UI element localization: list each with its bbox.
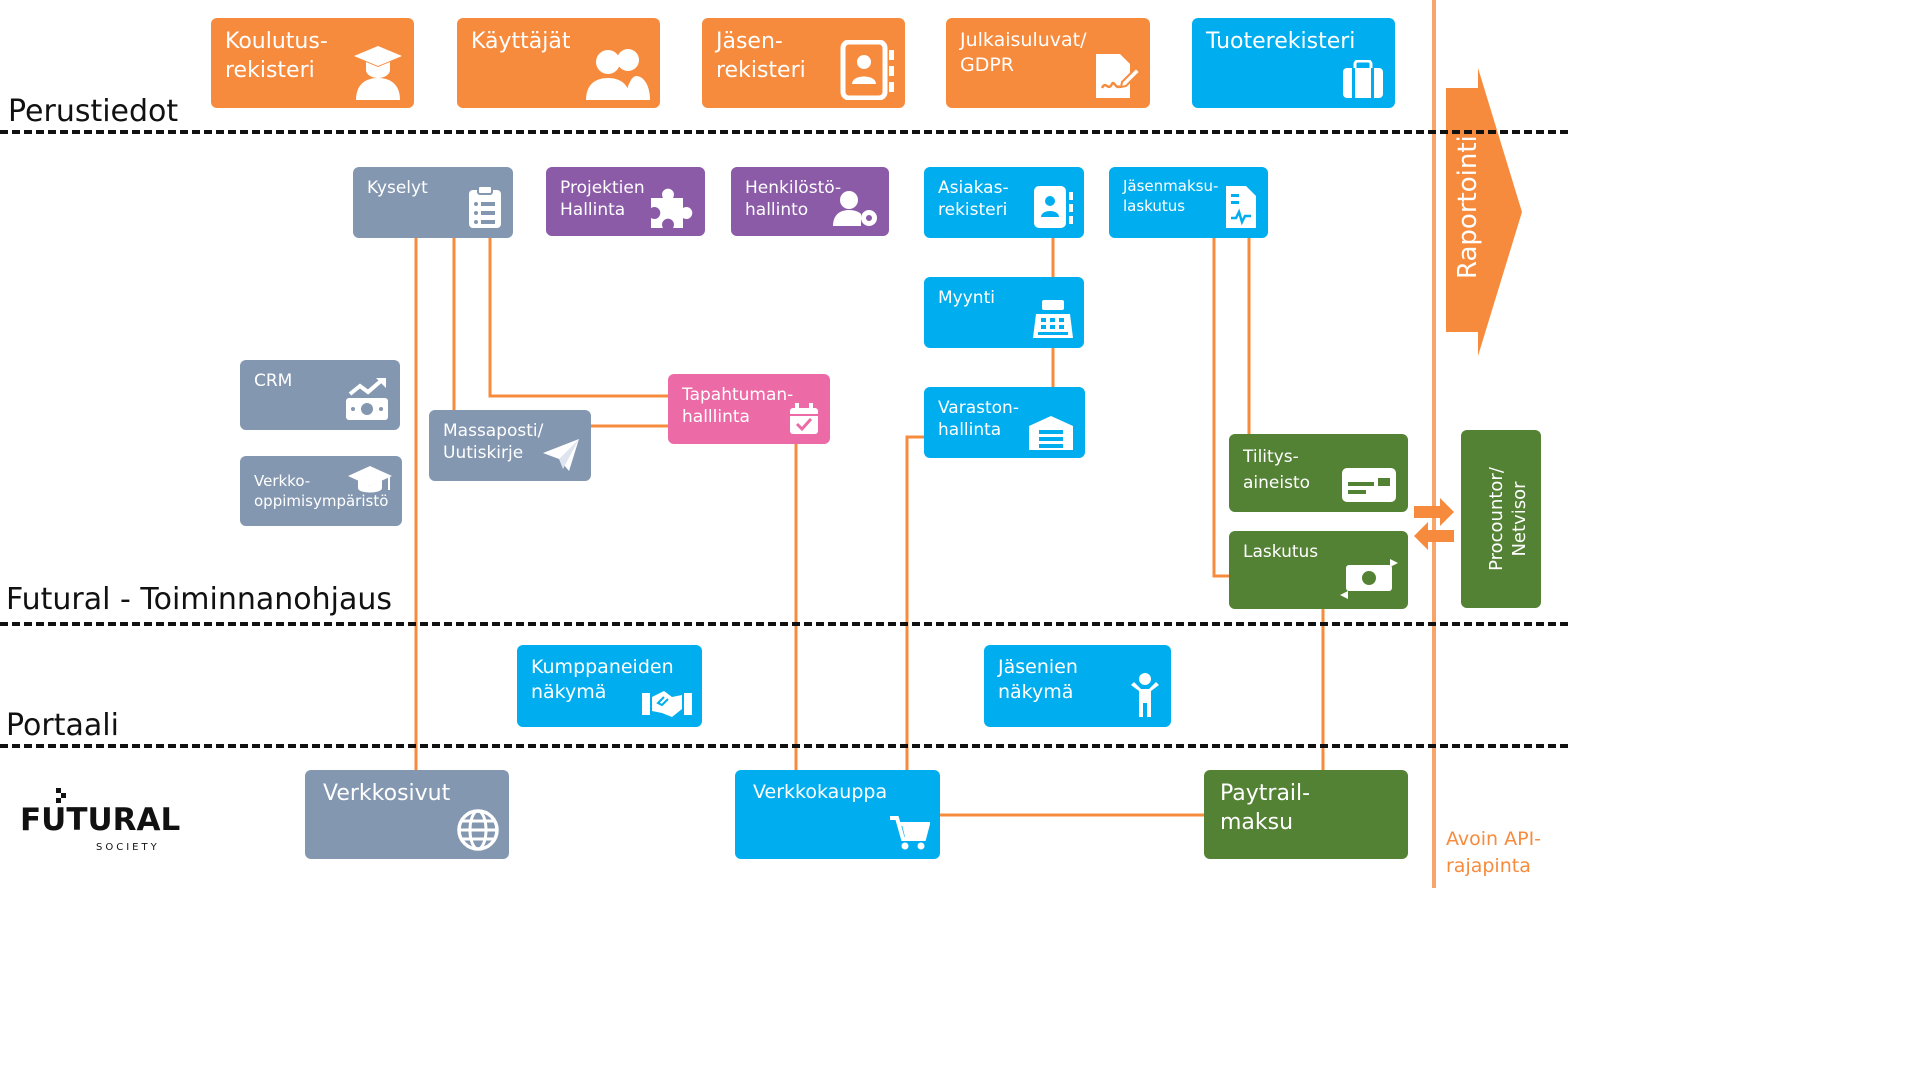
raportointi-label: Raportointi bbox=[1453, 135, 1483, 279]
logo-name: FUTURAL bbox=[20, 802, 181, 838]
layer-label-futural: Futural - Toiminnanohjaus bbox=[6, 582, 392, 617]
box-paytrail-maksu[interactable]: Paytrail- maksu bbox=[1204, 770, 1408, 859]
clipboard-list-icon bbox=[469, 185, 501, 228]
box-jasenien-nakyma[interactable]: Jäsenien näkymä bbox=[984, 645, 1171, 727]
shopping-cart-icon bbox=[890, 816, 930, 850]
box-procountor-netvisor[interactable]: Procountor/ Netvisor bbox=[1461, 430, 1541, 608]
users-icon bbox=[586, 49, 650, 100]
box-label: Käyttäjät bbox=[471, 29, 571, 54]
graduation-cap-icon bbox=[348, 466, 392, 493]
box-label: Verkkokauppa bbox=[753, 781, 888, 803]
raportointi-arrow bbox=[1446, 68, 1522, 356]
globe-icon bbox=[457, 809, 499, 851]
graduate-icon bbox=[354, 46, 402, 100]
layer-label-portaali: Portaali bbox=[6, 708, 119, 743]
line-jasenmaksu-laskutus bbox=[1212, 238, 1229, 578]
box-crm[interactable]: CRM bbox=[240, 360, 400, 430]
handshake-icon bbox=[642, 691, 692, 717]
calendar-check-icon bbox=[790, 403, 818, 434]
box-tuoterekisteri[interactable]: Tuoterekisteri bbox=[1192, 18, 1395, 108]
contact-book-icon bbox=[840, 40, 894, 100]
api-label: Avoin API- rajapinta bbox=[1446, 828, 1542, 877]
contact-book-icon bbox=[1034, 186, 1073, 228]
procountor-label: Procountor/ Netvisor bbox=[1486, 467, 1530, 571]
box-label: Koulutus- rekisteri bbox=[225, 29, 328, 83]
bank-card-icon bbox=[1342, 468, 1396, 502]
puzzle-icon bbox=[651, 188, 693, 228]
box-label: Projektien Hallinta bbox=[560, 178, 645, 221]
box-label: Laskutus bbox=[1243, 542, 1319, 562]
box-julkaisuluvat-gdpr[interactable]: Julkaisuluvat/ GDPR bbox=[946, 18, 1150, 108]
box-label: Massaposti/ Uutiskirje bbox=[443, 421, 544, 464]
box-label: CRM bbox=[254, 371, 293, 391]
box-myynti[interactable]: Myynti bbox=[924, 277, 1084, 348]
box-label: Tuoterekisteri bbox=[1206, 29, 1356, 54]
box-tilitysaineisto[interactable]: Tilitys- aineisto bbox=[1229, 434, 1408, 512]
box-label: Myynti bbox=[938, 288, 995, 308]
box-label: Varaston- hallinta bbox=[938, 398, 1019, 441]
box-kumppaneiden-nakyma[interactable]: Kumppaneiden näkymä bbox=[517, 645, 702, 727]
box-label: Henkilöstö- hallinto bbox=[745, 178, 842, 221]
box-label: Kumppaneiden näkymä bbox=[531, 656, 674, 703]
box-verkko-oppimisymparisto[interactable]: Verkko- oppimisympäristö bbox=[240, 456, 402, 526]
box-label: Kyselyt bbox=[367, 178, 428, 198]
box-laskutus[interactable]: Laskutus bbox=[1229, 531, 1408, 609]
user-settings-icon bbox=[833, 191, 877, 226]
money-exchange-icon bbox=[1340, 559, 1398, 599]
line-kyselyt-tapahtuma bbox=[488, 238, 668, 398]
suitcase-icon bbox=[1343, 60, 1383, 98]
box-varastonhallinta[interactable]: Varaston- hallinta bbox=[924, 387, 1085, 458]
box-label: Tapahtuman- halllinta bbox=[682, 385, 794, 428]
separator-futural bbox=[0, 622, 1568, 626]
sync-arrows bbox=[1414, 498, 1454, 550]
box-label: Tilitys- aineisto bbox=[1243, 447, 1311, 494]
box-kyselyt[interactable]: Kyselyt bbox=[353, 167, 513, 238]
logo-pixel-mark bbox=[56, 788, 66, 803]
cash-register-icon bbox=[1033, 300, 1073, 338]
box-label: Jäsenmaksu- laskutus bbox=[1123, 177, 1219, 215]
layer-label-perustiedot: Perustiedot bbox=[8, 94, 179, 129]
box-jasenmaksulaskutus[interactable]: Jäsenmaksu- laskutus bbox=[1109, 167, 1268, 238]
box-label: Jäsen- rekisteri bbox=[716, 29, 806, 83]
separator-perustiedot bbox=[0, 130, 1568, 134]
logo-sub: SOCIETY bbox=[96, 842, 160, 853]
connector-lines bbox=[414, 0, 1522, 888]
person-icon bbox=[1131, 673, 1159, 717]
box-jasenrekisteri[interactable]: Jäsen- rekisteri bbox=[702, 18, 905, 108]
box-label: Julkaisuluvat/ GDPR bbox=[960, 29, 1087, 76]
box-label: Jäsenien näkymä bbox=[998, 656, 1078, 703]
box-kayttajat[interactable]: Käyttäjät bbox=[457, 18, 660, 108]
box-henkilostohallinto[interactable]: Henkilöstö- hallinto bbox=[731, 167, 889, 236]
box-massaposti-uutiskirje[interactable]: Massaposti/ Uutiskirje bbox=[429, 410, 591, 481]
signed-document-icon bbox=[1096, 54, 1140, 98]
line-varasto-verkkokauppa bbox=[905, 435, 924, 770]
box-label: Asiakas- rekisteri bbox=[938, 178, 1009, 221]
money-growth-icon bbox=[346, 378, 388, 420]
box-label: Paytrail- maksu bbox=[1220, 781, 1311, 835]
box-verkkokauppa[interactable]: Verkkokauppa bbox=[735, 770, 940, 859]
box-projektien-hallinta[interactable]: Projektien Hallinta bbox=[546, 167, 705, 236]
invoice-icon bbox=[1226, 186, 1256, 228]
separator-portaali bbox=[0, 744, 1568, 748]
paper-plane-icon bbox=[543, 439, 579, 471]
box-tapahtumanhallinta[interactable]: Tapahtuman- halllinta bbox=[668, 374, 830, 444]
box-asiakasrekisteri[interactable]: Asiakas- rekisteri bbox=[924, 167, 1084, 238]
box-verkkosivut[interactable]: Verkkosivut bbox=[305, 770, 509, 859]
box-label: Verkkosivut bbox=[323, 781, 451, 806]
futural-society-logo: FUTURAL SOCIETY bbox=[20, 788, 180, 858]
box-label: Verkko- oppimisympäristö bbox=[254, 472, 389, 510]
warehouse-icon bbox=[1029, 416, 1073, 450]
box-koulutusrekisteri[interactable]: Koulutus- rekisteri bbox=[211, 18, 414, 108]
